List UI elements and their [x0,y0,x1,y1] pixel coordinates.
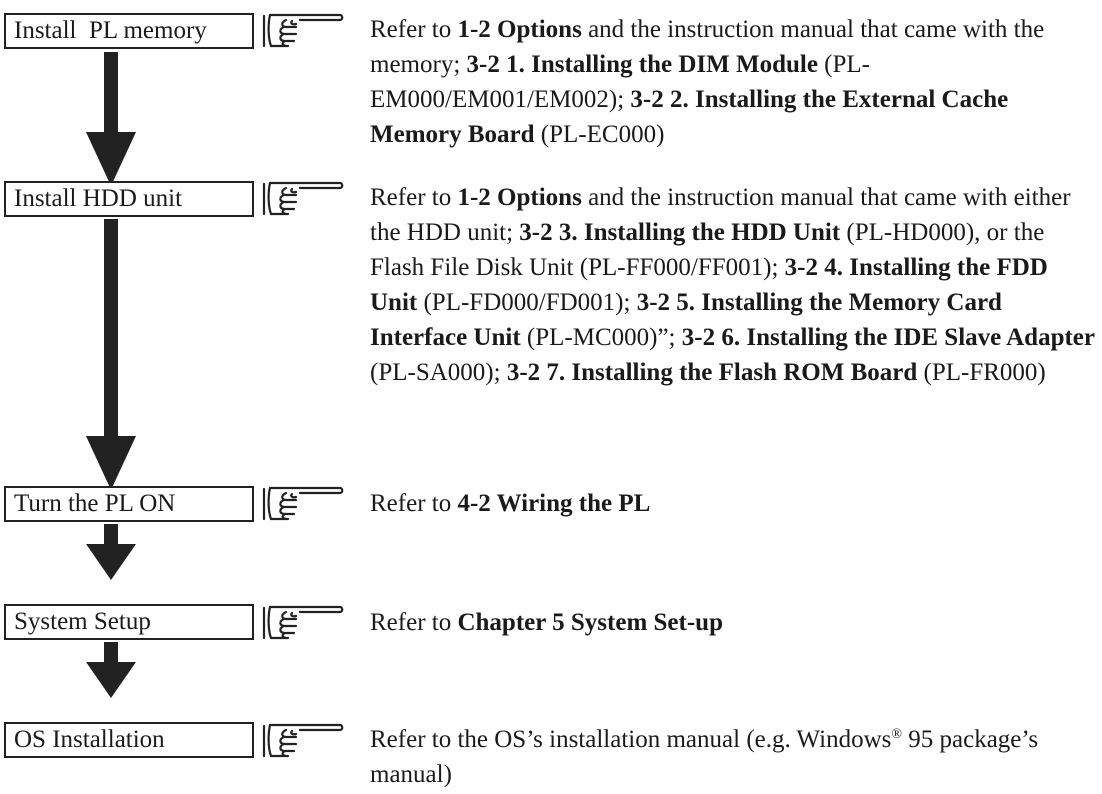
reference-link: 3-2 3. Installing the HDD Unit [519,219,841,246]
down-arrow-icon [86,642,136,698]
step-box-os-installation: OS Installation [4,722,254,758]
step-box-system-setup: System Setup [4,604,254,640]
description-text: Refer to the OS’s installation manual (e… [370,726,892,753]
pointing-hand-icon [262,486,344,521]
step-description: Refer to Chapter 5 System Set-up [370,605,1096,640]
description-text: Refer to [370,609,458,636]
pointing-hand-icon [262,723,344,758]
description-text: (PL-EC000) [534,121,665,148]
step-description: Refer to 1-2 Options and the instruction… [370,180,1096,390]
pointing-hand-icon [262,605,344,640]
description-text: Refer to [370,184,458,211]
step-box-install-pl-memory: Install PL memory [4,13,254,49]
pointing-hand-icon [262,181,344,216]
reference-link: 1-2 Options [457,184,582,211]
step-description: Refer to the OS’s installation manual (e… [370,722,1096,792]
reference-link: Chapter 5 System Set-up [457,609,723,636]
reference-link: 3-2 7. Installing the Flash ROM Board [506,359,918,386]
step-box-turn-pl-on: Turn the PL ON [4,486,254,522]
step-box-install-hdd-unit: Install HDD unit [4,181,254,217]
step-description: Refer to 1-2 Options and the instruction… [370,12,1096,152]
reference-link: 1-2 Options [457,16,582,43]
reference-link: 3-2 5. Installing the Memory Card Interf… [370,289,1002,351]
step-description: Refer to 4-2 Wiring the PL [370,486,1096,521]
description-text: Refer to [370,490,458,517]
description-text: and the instruction manual that came wit… [370,16,1045,78]
reference-link: 3-2 4. Installing the FDD Unit [370,254,1048,316]
reference-link: 3-2 6. Installing the IDE Slave Adapter [681,324,1095,351]
description-text: (PL-HD000), or the Flash File Disk Unit … [370,219,1045,281]
reference-link: 3-2 1. Installing the DIM Module [466,51,818,78]
description-text: (PL-SA000); [370,359,507,386]
description-text: (PL-MC000)”; [520,324,682,351]
description-text: (PL-FD000/FD001); [417,289,637,316]
reference-link: 3-2 2. Installing the External Cache Mem… [370,86,1009,148]
description-text: and the instruction manual that came wit… [370,184,1071,246]
description-text: (PL-EM000/EM001/EM002); [370,51,870,113]
down-arrow-icon [86,52,136,186]
description-text: (PL-FR000) [917,359,1046,386]
description-text: Refer to [370,16,458,43]
description-text: 95 package’s manual) [370,726,1039,788]
reference-link: 4-2 Wiring the PL [457,490,651,517]
pointing-hand-icon [262,13,344,48]
down-arrow-icon [86,219,136,490]
registered-mark: ® [891,727,903,742]
down-arrow-icon [86,524,136,580]
